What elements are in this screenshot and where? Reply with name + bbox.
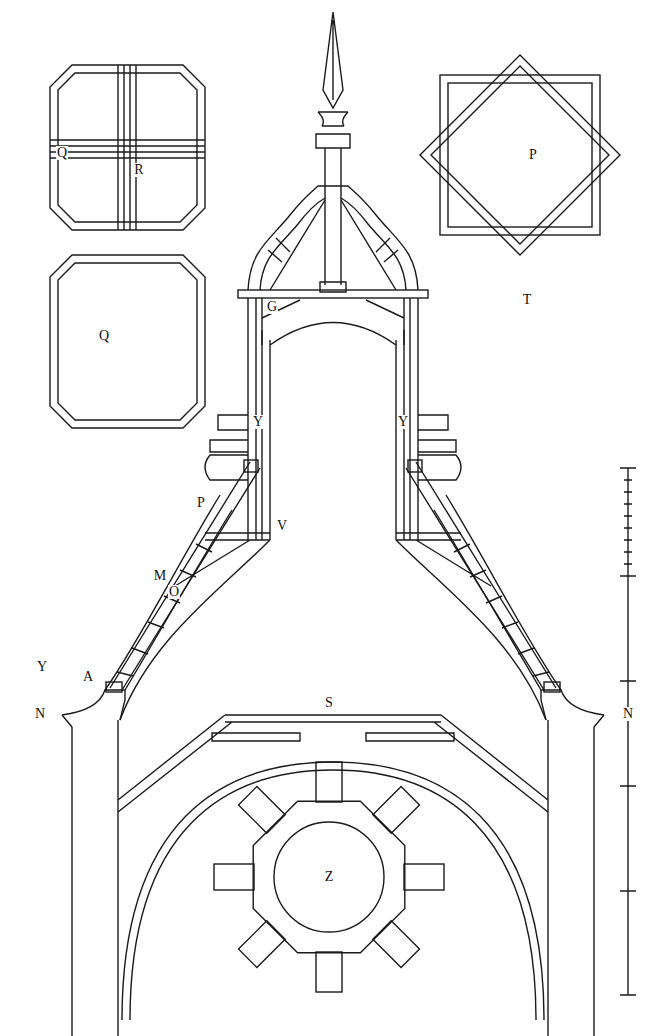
part-letter: R <box>133 163 144 177</box>
spire-ornament <box>316 112 350 292</box>
tie-beam <box>175 533 491 586</box>
part-letter: Q <box>56 146 68 160</box>
diamond-frame <box>431 66 609 244</box>
inner-profile <box>120 540 546 720</box>
wall <box>72 720 594 1036</box>
part-letter: Q <box>98 329 110 343</box>
vault-arc <box>122 762 544 1020</box>
part-letter: S <box>324 696 334 710</box>
part-letter: Y <box>252 415 264 429</box>
part-letter: N <box>622 707 634 721</box>
part-letter: Y <box>397 415 409 429</box>
strut-block <box>408 460 422 472</box>
part-letter: O <box>168 585 180 599</box>
part-letter: T <box>522 293 533 307</box>
strut-block <box>244 460 258 472</box>
diagonal-strut <box>110 462 556 690</box>
lantern-walls <box>248 298 418 540</box>
spire <box>323 12 343 108</box>
buttresses <box>214 762 444 992</box>
lantern-arch <box>262 300 404 345</box>
cross-beams <box>50 65 205 230</box>
octagon-plan <box>50 65 205 230</box>
dome-ribs <box>117 544 549 676</box>
cupola-ogee <box>260 198 406 290</box>
part-letter: G <box>266 300 278 314</box>
part-letter: Y <box>36 660 48 674</box>
lantern-slab <box>238 290 428 298</box>
part-letter: M <box>153 569 167 583</box>
cupola-ogee <box>248 186 418 290</box>
part-letter: N <box>34 707 46 721</box>
molding <box>418 415 461 480</box>
part-letter: V <box>276 519 288 533</box>
square-frame <box>440 75 600 235</box>
ceiling-beam <box>118 715 548 812</box>
molding <box>205 415 248 480</box>
part-letter: A <box>82 670 94 684</box>
dome-shell <box>105 495 232 690</box>
part-letter: Z <box>324 870 335 884</box>
octagon-plan <box>58 263 197 420</box>
part-letter: P <box>528 148 538 162</box>
octagon-plan <box>50 255 205 428</box>
octagon-plan <box>58 73 197 222</box>
cupola-ribs <box>268 200 398 290</box>
scale-bar <box>620 468 636 995</box>
part-letter: P <box>196 496 206 510</box>
ring-plan <box>274 822 384 932</box>
diamond-frame <box>420 55 620 255</box>
